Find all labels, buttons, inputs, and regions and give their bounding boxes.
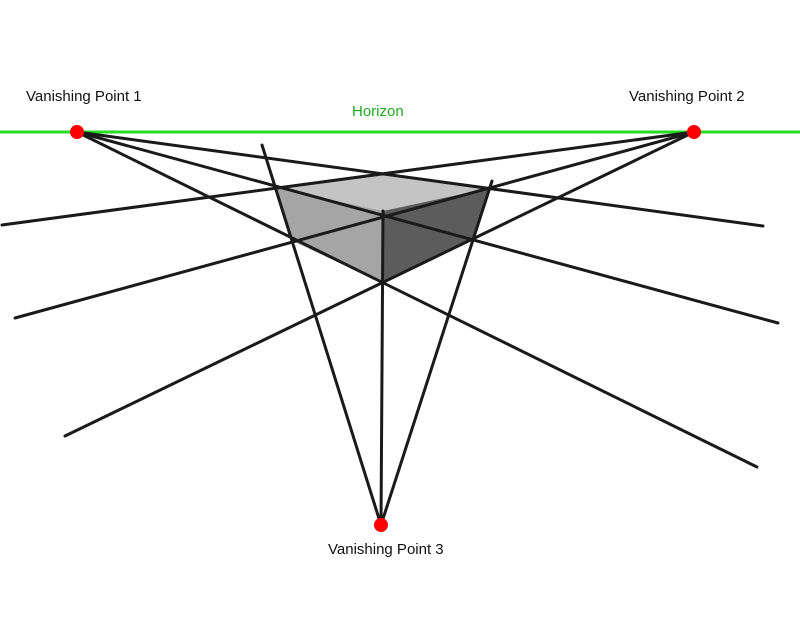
vanishing-point-1-dot (70, 125, 84, 139)
line-vp2-1 (0, 130, 696, 227)
line-vp1-3 (75, 130, 759, 469)
horizon-label: Horizon (352, 103, 404, 120)
vanishing-point-2-label: Vanishing Point 2 (629, 88, 745, 105)
line-vp1-2 (75, 130, 780, 325)
vanishing-point-3-label: Vanishing Point 3 (328, 541, 444, 558)
line-vp2-3 (63, 130, 696, 438)
perspective-lines (0, 130, 780, 527)
cube-top-face (274, 174, 490, 211)
line-vp1-1 (75, 130, 765, 228)
line-vp2-2 (13, 130, 696, 320)
line-vp3-3 (379, 179, 494, 527)
vanishing-point-1-label: Vanishing Point 1 (26, 88, 142, 105)
cube-left-face (274, 187, 383, 283)
vanishing-point-2-dot (687, 125, 701, 139)
line-vp3-2 (379, 209, 385, 527)
vanishing-point-3-dot (374, 518, 388, 532)
line-vp3-1 (260, 143, 383, 527)
cube-right-face (383, 188, 490, 283)
